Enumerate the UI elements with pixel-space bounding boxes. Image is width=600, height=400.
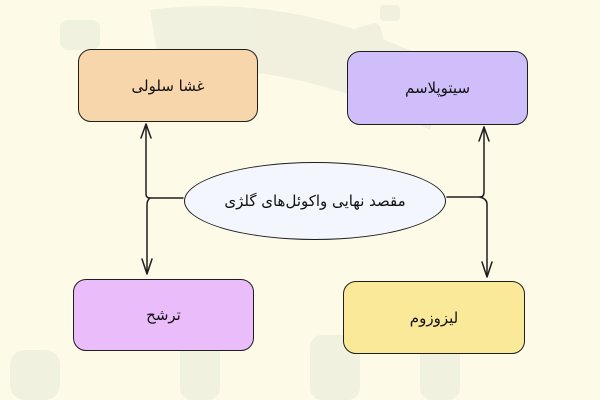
node-label: ترشح	[146, 306, 181, 324]
arrow-to-secretion	[146, 197, 151, 274]
node-lysosome: لیزوزوم	[343, 281, 525, 354]
node-label: غشا سلولی	[131, 76, 205, 95]
arrow-to-cytoplasm	[446, 126, 485, 198]
center-label: مقصد نهایی واکوئل‌های گلژی	[224, 192, 406, 210]
node-label: لیزوزوم	[409, 308, 459, 327]
node-label: سیتوپلاسم	[404, 79, 471, 97]
node-cytoplasm: سیتوپلاسم	[347, 51, 528, 125]
node-secretion: ترشح	[73, 279, 254, 351]
node-cell-membrane: غشا سلولی	[78, 49, 258, 122]
arrow-to-cell-membrane	[145, 124, 184, 199]
center-node-golgi-vacuoles-destination: مقصد نهایی واکوئل‌های گلژی	[184, 162, 446, 240]
arrow-to-lysosome	[479, 196, 488, 277]
